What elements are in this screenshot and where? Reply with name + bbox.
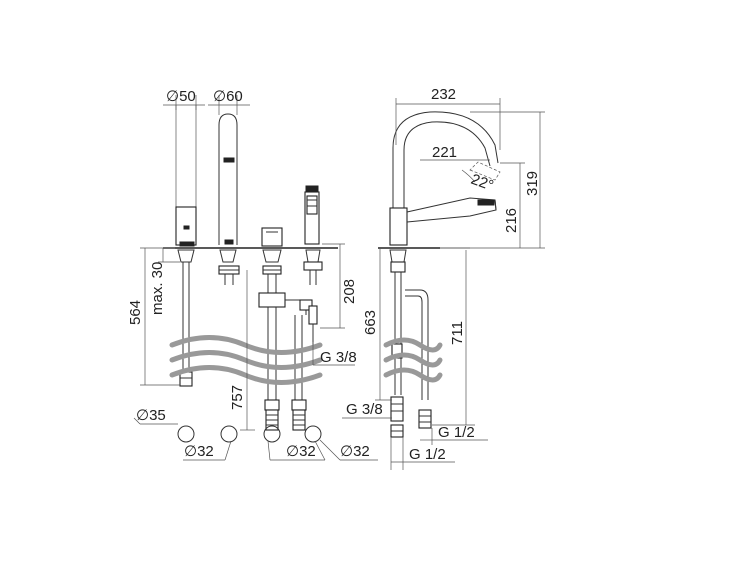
handle-column xyxy=(175,105,197,387)
break-waves-front xyxy=(169,335,323,385)
dim-dia32-b: ∅32 xyxy=(286,443,316,460)
hole-spout xyxy=(220,425,238,443)
front-dimensions xyxy=(133,95,378,461)
dim-angle-22: 22° xyxy=(469,171,496,195)
dim-319: 319 xyxy=(524,171,541,196)
hole-handle xyxy=(177,425,195,443)
break-waves-side xyxy=(383,337,443,383)
dim-757: 757 xyxy=(229,385,246,410)
thread-g38-side: G 3/8 xyxy=(346,401,383,418)
dim-dia35: ∅35 xyxy=(136,407,166,424)
thread-g12-lower: G 1/2 xyxy=(409,446,446,463)
side-dimensions xyxy=(342,98,545,470)
spout-gooseneck xyxy=(389,111,501,438)
mixer-valve xyxy=(258,227,313,431)
dim-711: 711 xyxy=(449,321,466,345)
dim-dia60: ∅60 xyxy=(213,88,243,105)
dim-232: 232 xyxy=(431,86,456,103)
dim-564: 564 xyxy=(127,300,144,325)
hole-shower xyxy=(304,425,322,443)
side-view: 232 221 22° 319 216 663 711 G 3/8 G 1/2 … xyxy=(342,86,545,470)
spout-column xyxy=(218,113,240,285)
hole-valve xyxy=(263,425,281,443)
deck-holes xyxy=(177,425,322,443)
dim-663: 663 xyxy=(362,310,379,335)
dim-dia32-c: ∅32 xyxy=(340,443,370,460)
dim-dia32-a: ∅32 xyxy=(184,443,214,460)
dim-dia50: ∅50 xyxy=(166,88,196,105)
thread-g38-front: G 3/8 xyxy=(320,349,357,366)
dim-221: 221 xyxy=(432,144,457,161)
dim-216: 216 xyxy=(503,208,520,233)
dim-208: 208 xyxy=(341,279,358,304)
thread-g12-upper: G 1/2 xyxy=(438,424,475,441)
dim-max30: max. 30 xyxy=(149,262,166,315)
front-view: ∅50 ∅60 564 max. 30 208 G 3/8 757 ∅35 ∅3… xyxy=(127,88,378,461)
hand-shower xyxy=(303,185,323,345)
